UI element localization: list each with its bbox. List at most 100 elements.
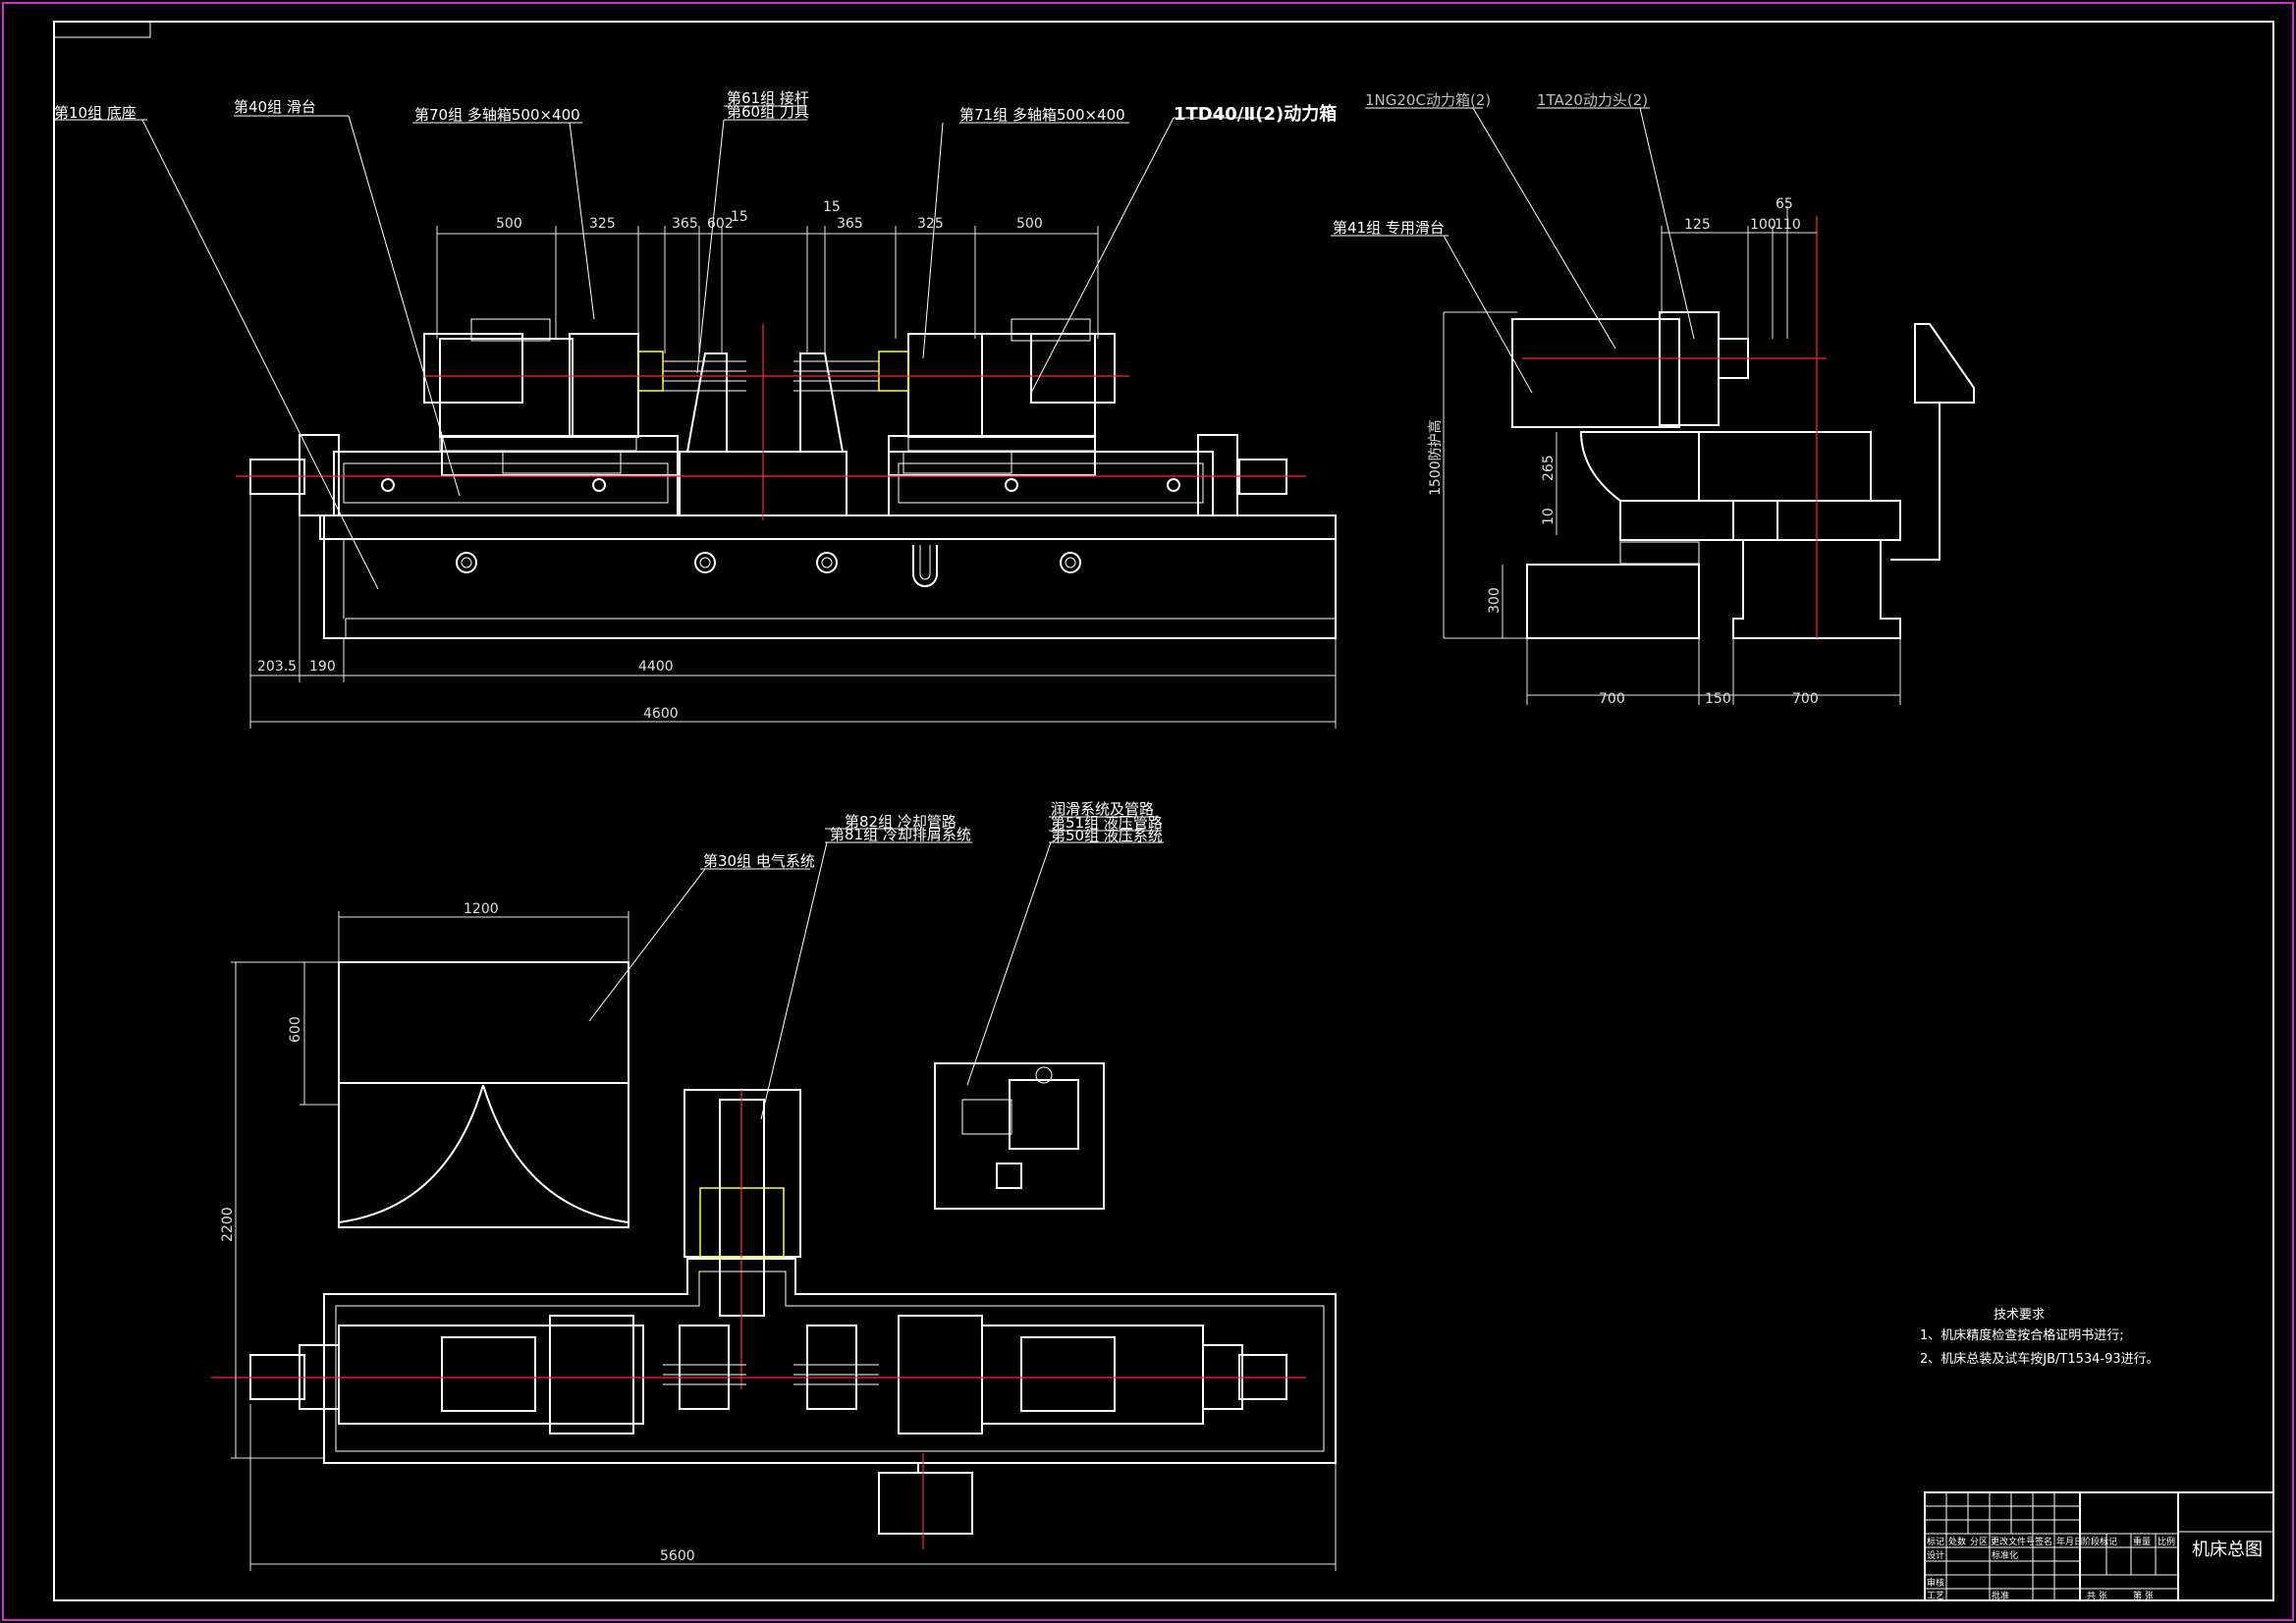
corner-tab bbox=[53, 21, 151, 38]
left-spindle-face bbox=[637, 351, 664, 392]
notes-item-1: 1、机床精度检查按合格证明书进行; bbox=[1920, 1327, 2124, 1343]
side-powerhead bbox=[1659, 311, 1720, 426]
slide-hole bbox=[1005, 478, 1018, 492]
slide-hole bbox=[1167, 478, 1180, 492]
hydraulic-motor bbox=[1009, 1079, 1079, 1150]
label-cutter: 第60组 刀具 bbox=[727, 103, 809, 121]
plan-right-tools bbox=[793, 1364, 879, 1385]
base-hole bbox=[821, 557, 833, 568]
dim-325-right: 325 bbox=[917, 216, 944, 232]
dim-height: 1500防护高 bbox=[1427, 419, 1444, 496]
left-fixture-support bbox=[685, 352, 728, 453]
base-hole bbox=[461, 557, 472, 568]
right-powerbox-motor bbox=[1011, 318, 1091, 342]
label-multispindle-left: 第70组 多轴箱500×400 bbox=[414, 106, 580, 124]
label-multispindle-right: 第71组 多轴箱500×400 bbox=[959, 106, 1125, 124]
title-block bbox=[1924, 1491, 2274, 1601]
top-dimension-chain bbox=[436, 226, 1099, 353]
dim-700-right: 700 bbox=[1792, 691, 1819, 707]
plan-right-head bbox=[1020, 1336, 1116, 1412]
left-slide-inner bbox=[343, 462, 669, 504]
dim-65: 65 bbox=[1776, 196, 1793, 212]
base-body bbox=[323, 514, 1337, 639]
bottom-dimension-lines bbox=[249, 491, 1337, 729]
base-hole bbox=[816, 552, 838, 573]
dim-203-5: 203.5 bbox=[257, 659, 297, 675]
dim-1200: 1200 bbox=[464, 901, 499, 917]
base-hole bbox=[456, 552, 477, 573]
label-special-slide: 第41组 专用滑台 bbox=[1333, 219, 1445, 237]
left-bottom-panel bbox=[439, 436, 637, 452]
dim-365-right: 365 bbox=[837, 216, 863, 232]
technical-notes: 技术要求 1、机床精度检查按合格证明书进行; 2、机床总装及试车按JB/T153… bbox=[1920, 1308, 2159, 1367]
dim-150: 150 bbox=[1705, 691, 1731, 707]
hydraulic-station bbox=[934, 1062, 1105, 1210]
notes-item-2: 2、机床总装及试车按JB/T1534-93进行。 bbox=[1920, 1351, 2159, 1367]
plan-base-outline bbox=[323, 1258, 1337, 1464]
side-powerbox bbox=[1511, 318, 1680, 428]
dim-2200: 2200 bbox=[220, 1207, 236, 1242]
plan-base-inner bbox=[335, 1271, 1325, 1452]
label-connector-rod: 第61组 接杆 bbox=[727, 89, 809, 107]
right-multispindle-box bbox=[907, 333, 983, 438]
plan-view: 1200 600 2200 5600 第82组 冷却管路 第81组 冷却排屑系统… bbox=[211, 800, 1337, 1571]
right-fixture-support bbox=[799, 352, 845, 453]
dim-125: 125 bbox=[1684, 217, 1711, 233]
side-guard bbox=[1914, 323, 1975, 404]
dim-500-right: 500 bbox=[1016, 216, 1043, 232]
dim-15-right: 15 bbox=[823, 199, 841, 215]
dim-700-left: 700 bbox=[1599, 691, 1625, 707]
plan-right-slide bbox=[981, 1325, 1204, 1425]
drawing-frame bbox=[53, 21, 2274, 1601]
left-tool-rods bbox=[663, 360, 746, 392]
coolant-tank bbox=[878, 1472, 973, 1535]
side-view: 65 125 100 110 1500防护高 265 10 300 700 15… bbox=[1331, 91, 1975, 707]
base-top bbox=[319, 514, 1337, 540]
cabinet-door-right bbox=[482, 1084, 629, 1223]
tb-sheets: 共 张 bbox=[2087, 1591, 2107, 1601]
right-powerbox-top bbox=[1030, 333, 1116, 404]
label-power-box-side: 1NG20C动力箱(2) bbox=[1365, 91, 1491, 109]
label-coolant-system: 第81组 冷却排屑系统 bbox=[830, 826, 971, 843]
right-tool-rods bbox=[793, 360, 879, 392]
side-left-pedestal bbox=[1526, 564, 1700, 639]
tb-mark: 标记 bbox=[1927, 1536, 1944, 1547]
side-curved-support bbox=[1579, 431, 1700, 502]
dim-4600: 4600 bbox=[643, 706, 679, 722]
dim-110: 110 bbox=[1775, 217, 1801, 233]
base-hole bbox=[699, 557, 711, 568]
base-bottom-strip bbox=[345, 618, 1337, 639]
right-slide-inner bbox=[898, 462, 1204, 504]
slide-hole bbox=[592, 478, 606, 492]
side-leaders bbox=[1331, 107, 1695, 394]
tb-weight: 重量 bbox=[2133, 1536, 2151, 1547]
plan-dimension-lines bbox=[231, 911, 1337, 1571]
tb-stage: 阶段标记 bbox=[2082, 1536, 2117, 1547]
right-bottom-panel bbox=[907, 436, 1096, 452]
side-dimension-lines bbox=[1443, 206, 1901, 705]
right-powerbox bbox=[981, 333, 1096, 438]
left-powerbox-motor bbox=[470, 318, 551, 342]
label-slide: 第40组 滑台 bbox=[234, 98, 316, 116]
electrical-cabinet bbox=[338, 961, 629, 1228]
dim-100: 100 bbox=[1750, 217, 1777, 233]
dim-5600: 5600 bbox=[660, 1548, 695, 1564]
label-electrical: 第30组 电气系统 bbox=[703, 852, 815, 870]
right-carriage-detail bbox=[902, 451, 1012, 474]
left-multispindle-box bbox=[569, 333, 639, 438]
label-hydraulic-system: 第50组 液压系统 bbox=[1051, 827, 1163, 844]
tb-date: 年月日 bbox=[2056, 1536, 2083, 1547]
label-power-head-side: 1TA20动力头(2) bbox=[1537, 91, 1648, 109]
dim-4400: 4400 bbox=[638, 659, 674, 675]
dim-600: 600 bbox=[288, 1016, 303, 1043]
right-spindle-face bbox=[878, 351, 909, 392]
plan-left-powerbox bbox=[549, 1315, 634, 1434]
right-slide-carriage bbox=[888, 435, 1096, 476]
base-hole bbox=[1060, 552, 1081, 573]
plan-left-head bbox=[441, 1336, 536, 1412]
dim-15-left: 15 bbox=[731, 209, 748, 225]
left-carriage-detail bbox=[502, 451, 622, 474]
base-hole bbox=[694, 552, 716, 573]
label-base: 第10组 底座 bbox=[54, 104, 137, 122]
